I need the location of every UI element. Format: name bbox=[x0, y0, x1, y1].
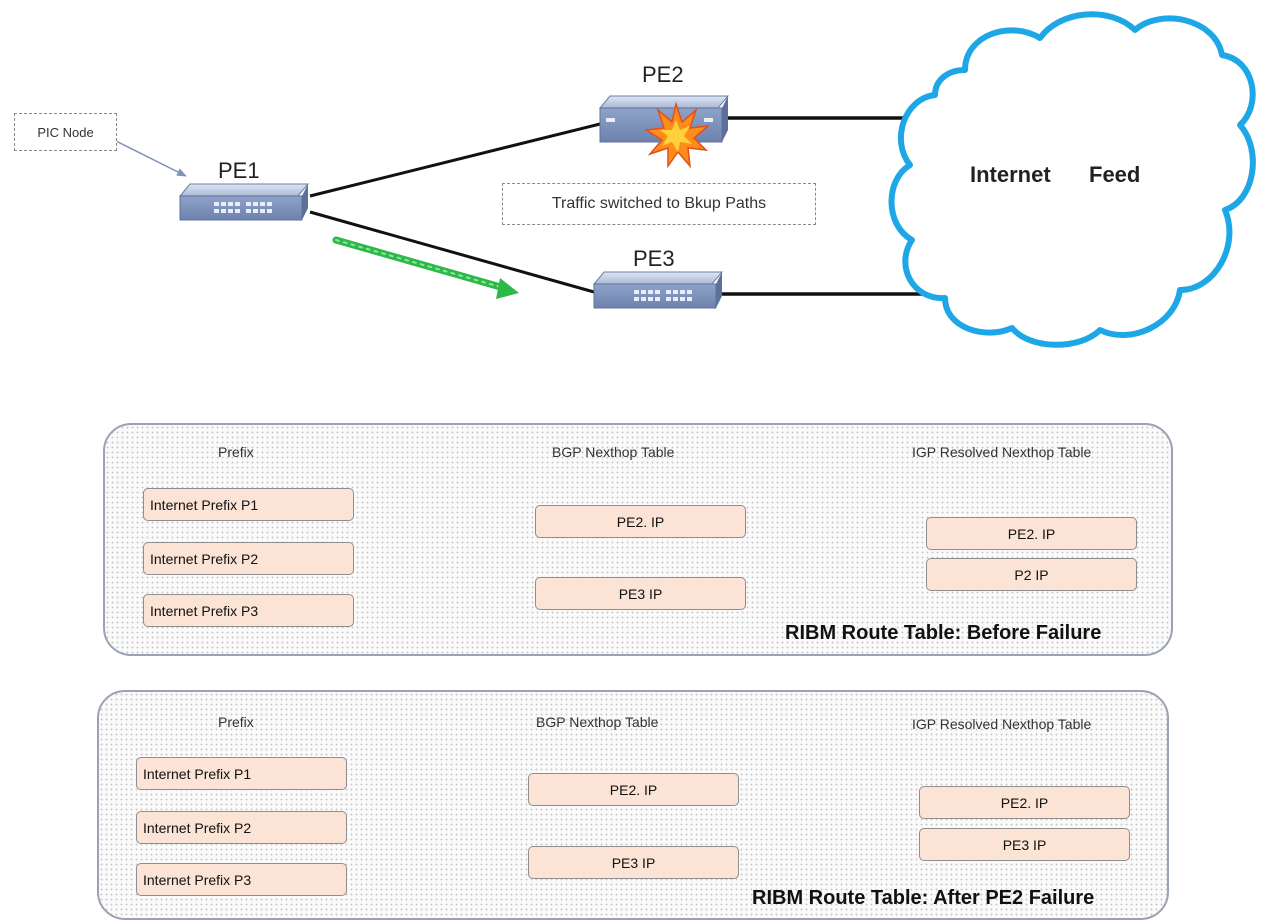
prefix-box: Internet Prefix P2 bbox=[143, 542, 354, 575]
bgp-nexthop-header: BGP Nexthop Table bbox=[536, 714, 659, 730]
prefix-header: Prefix bbox=[218, 714, 254, 730]
bgp-nexthop-box: PE2. IP bbox=[528, 773, 739, 806]
link-pe1-pe3 bbox=[309, 210, 595, 294]
pic-node-label: PIC Node bbox=[37, 124, 94, 140]
prefix-label: Internet Prefix P3 bbox=[150, 602, 259, 619]
nexthop-label: PE2. IP bbox=[1007, 525, 1056, 542]
pic-node-pointer bbox=[109, 137, 187, 177]
route-table-caption: RIBM Route Table: Before Failure bbox=[785, 622, 1102, 644]
nexthop-label: P2 IP bbox=[1014, 566, 1049, 583]
prefix-label: Internet Prefix P1 bbox=[143, 765, 252, 782]
bgp-nexthop-header: BGP Nexthop Table bbox=[552, 444, 675, 460]
pe2-label: PE2 bbox=[642, 62, 684, 87]
traffic-note-box: Traffic switched to Bkup Paths bbox=[502, 183, 816, 225]
prefix-box: Internet Prefix P2 bbox=[136, 811, 347, 844]
router-icon bbox=[178, 183, 310, 221]
prefix-box: Internet Prefix P3 bbox=[136, 863, 347, 896]
bgp-nexthop-box: PE2. IP bbox=[535, 505, 746, 538]
igp-nexthop-box: PE2. IP bbox=[919, 786, 1130, 819]
cloud-label-feed: Feed bbox=[1089, 162, 1141, 187]
prefix-box: Internet Prefix P3 bbox=[143, 594, 354, 627]
router-icon bbox=[592, 271, 724, 309]
igp-nexthop-box: PE2. IP bbox=[926, 517, 1137, 550]
nexthop-label: PE2. IP bbox=[1000, 794, 1049, 811]
prefix-label: Internet Prefix P2 bbox=[150, 550, 259, 567]
pe1-label: PE1 bbox=[218, 158, 260, 183]
igp-nexthop-box: P2 IP bbox=[926, 558, 1137, 591]
green-arrow-icon bbox=[332, 236, 519, 299]
cloud-label-internet: Internet bbox=[970, 162, 1051, 187]
nexthop-label: PE3 IP bbox=[611, 854, 656, 871]
prefix-label: Internet Prefix P3 bbox=[143, 871, 252, 888]
prefix-box: Internet Prefix P1 bbox=[143, 488, 354, 521]
pe3-label: PE3 bbox=[633, 246, 675, 271]
nexthop-label: PE2. IP bbox=[609, 781, 658, 798]
igp-nexthop-header: IGP Resolved Nexthop Table bbox=[912, 716, 1092, 732]
bgp-nexthop-box: PE3 IP bbox=[535, 577, 746, 610]
igp-nexthop-header: IGP Resolved Nexthop Table bbox=[912, 444, 1092, 460]
prefix-box: Internet Prefix P1 bbox=[136, 757, 347, 790]
nexthop-label: PE3 IP bbox=[618, 585, 663, 602]
prefix-label: Internet Prefix P2 bbox=[143, 819, 252, 836]
link-pe1-pe2 bbox=[309, 122, 601, 198]
prefix-label: Internet Prefix P1 bbox=[150, 496, 259, 513]
nexthop-label: PE3 IP bbox=[1002, 836, 1047, 853]
bgp-nexthop-box: PE3 IP bbox=[528, 846, 739, 879]
traffic-note: Traffic switched to Bkup Paths bbox=[551, 195, 767, 212]
igp-nexthop-box: PE3 IP bbox=[919, 828, 1130, 861]
explosion-icon bbox=[643, 101, 711, 169]
nexthop-label: PE2. IP bbox=[616, 513, 665, 530]
prefix-header: Prefix bbox=[218, 444, 254, 460]
cloud-icon bbox=[888, 11, 1256, 348]
pic-node-box: PIC Node bbox=[14, 113, 117, 151]
route-table-caption: RIBM Route Table: After PE2 Failure bbox=[752, 887, 1095, 909]
